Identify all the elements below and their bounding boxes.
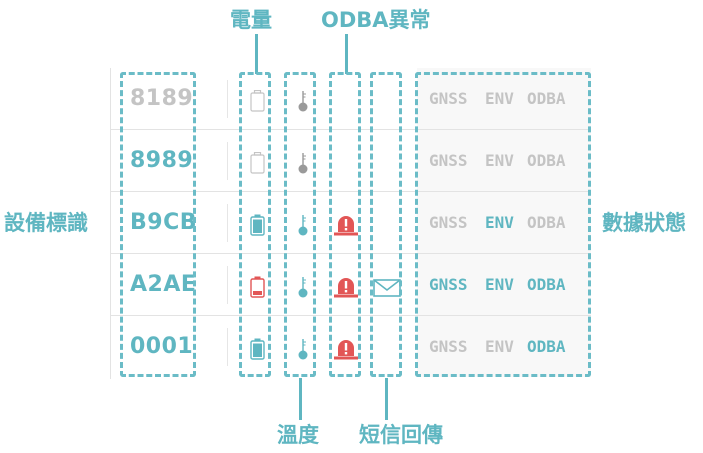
battery-callout: 電量 bbox=[230, 8, 272, 32]
gnss-status: GNSS bbox=[429, 337, 468, 356]
column-divider bbox=[227, 266, 228, 304]
thermometer-icon bbox=[297, 214, 309, 240]
thermometer-icon bbox=[297, 276, 309, 302]
device-id[interactable]: A2AE bbox=[130, 272, 197, 297]
odba-status: ODBA bbox=[527, 89, 566, 108]
battery-icon bbox=[250, 214, 265, 240]
device-id[interactable]: B9CB bbox=[130, 210, 197, 235]
env-status: ENV bbox=[485, 151, 514, 170]
column-divider bbox=[227, 142, 228, 180]
battery-highlight bbox=[239, 72, 271, 377]
column-divider bbox=[227, 204, 228, 242]
device-row[interactable]: 8989 GNSS ENV ODBA bbox=[111, 130, 591, 192]
sms-highlight bbox=[370, 72, 402, 377]
alarm-light-icon bbox=[333, 337, 359, 365]
alarm-light-icon bbox=[333, 275, 359, 303]
odba-callout-line bbox=[345, 34, 348, 74]
battery-icon bbox=[250, 151, 265, 178]
odba-status: ODBA bbox=[527, 275, 566, 294]
env-status: ENV bbox=[485, 275, 514, 294]
device-id[interactable]: 8989 bbox=[130, 148, 194, 173]
device-row[interactable]: B9CB GNSS ENV ODBA bbox=[111, 192, 591, 254]
thermometer-icon bbox=[297, 338, 309, 364]
odba-status: ODBA bbox=[527, 337, 566, 356]
alarm-light-icon bbox=[333, 213, 359, 241]
gnss-status: GNSS bbox=[429, 151, 468, 170]
odba-anomaly-callout: ODBA異常 bbox=[321, 8, 431, 32]
odba-status: ODBA bbox=[527, 151, 566, 170]
device-row[interactable]: 0001 GNSS ENV ODBA bbox=[111, 316, 591, 377]
env-status: ENV bbox=[485, 213, 514, 232]
status-cell-bg bbox=[417, 68, 591, 129]
column-divider bbox=[227, 328, 228, 366]
odba-status: ODBA bbox=[527, 213, 566, 232]
data-status-callout: 數據狀態 bbox=[602, 211, 686, 235]
odba-anomaly-highlight bbox=[329, 72, 361, 377]
env-status: ENV bbox=[485, 337, 514, 356]
device-row[interactable]: A2AE GNSS ENV ODBA bbox=[111, 254, 591, 316]
gnss-status: GNSS bbox=[429, 89, 468, 108]
battery-callout-line bbox=[255, 34, 258, 74]
gnss-status: GNSS bbox=[429, 213, 468, 232]
status-cell-bg bbox=[417, 254, 591, 315]
status-cell-bg bbox=[417, 316, 591, 377]
status-cell-bg bbox=[417, 192, 591, 253]
temperature-callout: 溫度 bbox=[277, 423, 319, 447]
battery-icon bbox=[250, 338, 265, 364]
device-id-highlight bbox=[120, 72, 196, 377]
sms-reply-callout: 短信回傳 bbox=[359, 423, 443, 447]
status-cell-bg bbox=[417, 130, 591, 191]
env-status: ENV bbox=[485, 89, 514, 108]
device-id[interactable]: 0001 bbox=[130, 334, 194, 359]
battery-icon bbox=[250, 276, 265, 302]
temperature-highlight bbox=[284, 72, 316, 377]
battery-icon bbox=[250, 89, 265, 116]
thermometer-icon bbox=[297, 90, 309, 116]
column-divider bbox=[227, 80, 228, 118]
thermometer-icon bbox=[297, 152, 309, 178]
device-id-callout: 設備標識 bbox=[4, 211, 88, 235]
gnss-status: GNSS bbox=[429, 275, 468, 294]
data-status-highlight bbox=[415, 72, 591, 377]
device-id[interactable]: 8189 bbox=[130, 86, 194, 111]
device-row[interactable]: 8189 GNSS ENV ODBA bbox=[111, 68, 591, 130]
sms-callout-line bbox=[385, 378, 388, 420]
temperature-callout-line bbox=[299, 378, 302, 420]
